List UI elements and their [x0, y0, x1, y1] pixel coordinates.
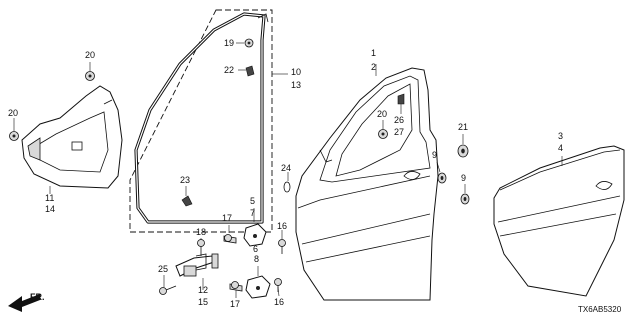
callout-6: 6: [253, 244, 258, 254]
callout-9-lower: 9: [461, 173, 466, 183]
bolt-16-lower: [274, 278, 282, 292]
bumper-9-upper: [437, 172, 447, 184]
callout-2: 2: [371, 62, 376, 72]
front-direction-arrow: [8, 294, 40, 312]
clip-20-top: [85, 71, 95, 81]
callout-25: 25: [158, 264, 168, 274]
door-checker: [175, 253, 219, 277]
seal-24: [283, 181, 291, 193]
callout-19: 19: [224, 38, 234, 48]
callout-13: 13: [291, 80, 301, 90]
front-door-panel: [295, 67, 439, 301]
callout-1: 1: [371, 48, 376, 58]
callout-10: 10: [291, 67, 301, 77]
bolt-17-upper: [223, 234, 237, 244]
callout-14: 14: [45, 204, 55, 214]
callout-4: 4: [558, 143, 563, 153]
upper-hinge: [243, 223, 267, 247]
callout-26: 26: [394, 115, 404, 125]
callout-16-upper: 16: [277, 221, 287, 231]
callout-15: 15: [198, 297, 208, 307]
clip-22: [245, 65, 255, 77]
door-lining-panel: [21, 85, 123, 189]
bumper-9-lower: [460, 193, 470, 205]
bolt-17-lower: [229, 281, 243, 292]
callout-7: 7: [250, 208, 255, 218]
clip-20-left: [9, 131, 19, 141]
callout-17-lower: 17: [230, 299, 240, 309]
weatherstrip-group-frame: [129, 9, 273, 233]
callout-8: 8: [254, 254, 259, 264]
callout-17-upper: 17: [222, 213, 232, 223]
grommet-20-door: [378, 129, 388, 139]
callout-21: 21: [458, 122, 468, 132]
grommet-19: [244, 38, 254, 48]
callout-5: 5: [250, 196, 255, 206]
grommet-21: [457, 144, 469, 158]
callout-11: 11: [45, 193, 54, 203]
callout-27: 27: [394, 127, 404, 137]
bolt-18: [197, 239, 205, 256]
callout-16-lower: 16: [274, 297, 284, 307]
lower-hinge: [245, 275, 271, 299]
callout-18: 18: [196, 227, 206, 237]
bolt-16-upper: [278, 239, 286, 254]
diagram-code: TX6AB5320: [578, 305, 622, 314]
callout-22: 22: [224, 65, 234, 75]
callout-23: 23: [180, 175, 190, 185]
clip-26-27: [397, 93, 405, 105]
direction-label: FR.: [30, 292, 45, 302]
callout-12: 12: [198, 285, 208, 295]
door-outer-skin: [493, 145, 625, 297]
bolt-25: [159, 285, 177, 295]
callout-3: 3: [558, 131, 563, 141]
callout-20-door: 20: [377, 109, 387, 119]
callout-20-left: 20: [8, 108, 18, 118]
callout-24: 24: [281, 163, 291, 173]
callout-9-upper: 9: [432, 150, 437, 160]
callout-20-top: 20: [85, 50, 95, 60]
door-weatherstrip: [134, 12, 269, 224]
clip-23: [181, 195, 193, 207]
